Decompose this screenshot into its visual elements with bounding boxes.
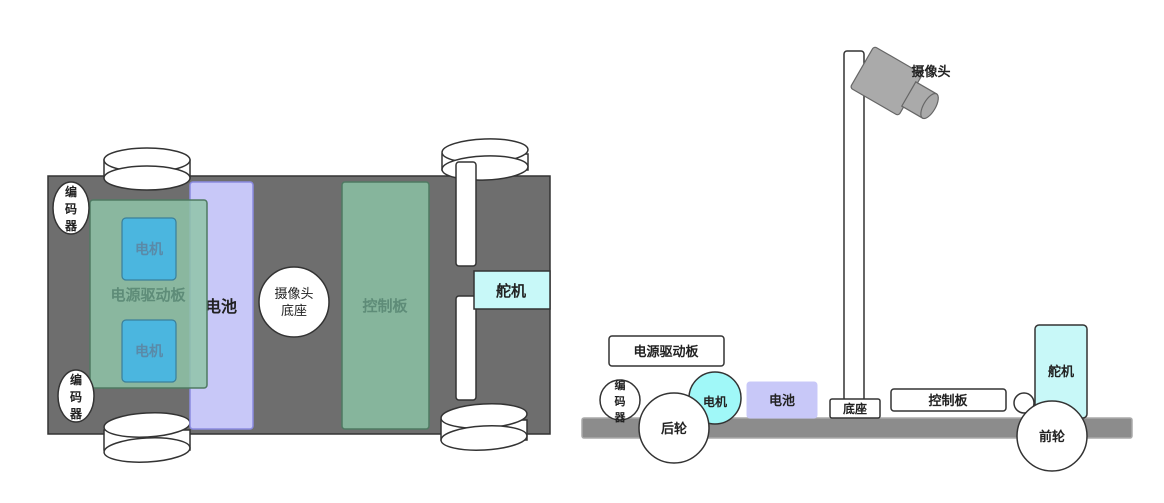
side-camera-label: 摄像头	[911, 64, 950, 80]
top-encoder-upper: 编 码 器	[52, 181, 90, 235]
side-base	[829, 398, 881, 419]
svg-text:编: 编	[615, 378, 626, 392]
top-view: 电池 电机 电机 电源驱动板 编 码 器 编 码 器 摄像头 底座 控制板	[47, 138, 551, 463]
side-power-driver-board	[608, 335, 725, 367]
top-steering-link-lower	[455, 295, 477, 401]
side-camera-pole	[843, 50, 865, 402]
top-motor-lower	[121, 319, 177, 383]
svg-text:编: 编	[69, 372, 82, 387]
svg-text:编: 编	[64, 184, 77, 199]
side-motor-label: 电机	[703, 394, 727, 409]
top-front-right-wheel	[440, 403, 528, 451]
top-camera-base	[258, 266, 330, 338]
top-power-driver-label: 电源驱动板	[110, 286, 186, 304]
side-encoder	[599, 379, 641, 421]
svg-text:器: 器	[614, 411, 627, 424]
side-rear-wheel	[638, 392, 710, 464]
side-power-driver-label: 电源驱动板	[633, 344, 699, 360]
top-camera-base-label-1: 摄像头	[274, 287, 313, 302]
side-servo-label: 舵机	[1048, 364, 1074, 380]
svg-text:码: 码	[70, 390, 82, 404]
side-battery-label: 电池	[769, 393, 795, 409]
top-battery-label: 电池	[205, 297, 237, 316]
svg-text:码: 码	[615, 395, 626, 408]
side-rear-wheel-label: 后轮	[661, 421, 687, 437]
top-encoder-lower: 编 码 器	[57, 369, 95, 423]
svg-text:器: 器	[64, 219, 78, 233]
top-camera-base-label-2: 底座	[281, 303, 307, 319]
top-motor-lower-label: 电机	[135, 343, 163, 360]
side-camera	[850, 46, 939, 120]
top-servo-label: 舵机	[496, 282, 526, 300]
top-motor-upper	[121, 217, 177, 281]
side-control-board-label: 控制板	[928, 393, 968, 409]
top-power-driver-board	[89, 199, 208, 389]
top-front-left-wheel	[441, 138, 529, 181]
side-view: 摄像头 电源驱动板 电机 编 码 器 后轮 电池 底座 控制板 舵机 前轮	[581, 46, 1133, 472]
side-front-wheel-label: 前轮	[1039, 429, 1065, 445]
top-rear-right-wheel	[103, 412, 191, 463]
top-steering-link-upper	[455, 161, 477, 267]
side-joint	[1013, 392, 1035, 414]
svg-text:器: 器	[69, 407, 83, 421]
top-servo	[473, 270, 551, 310]
side-front-wheel	[1016, 400, 1088, 472]
svg-text:码: 码	[65, 202, 77, 216]
top-control-board-label: 控制板	[362, 297, 408, 315]
top-rear-left-wheel	[103, 147, 191, 191]
side-battery	[746, 381, 818, 419]
top-motor-upper-label: 电机	[135, 241, 163, 258]
side-base-label: 底座	[843, 401, 867, 416]
top-control-board	[341, 181, 430, 430]
side-control-board	[890, 388, 1007, 412]
